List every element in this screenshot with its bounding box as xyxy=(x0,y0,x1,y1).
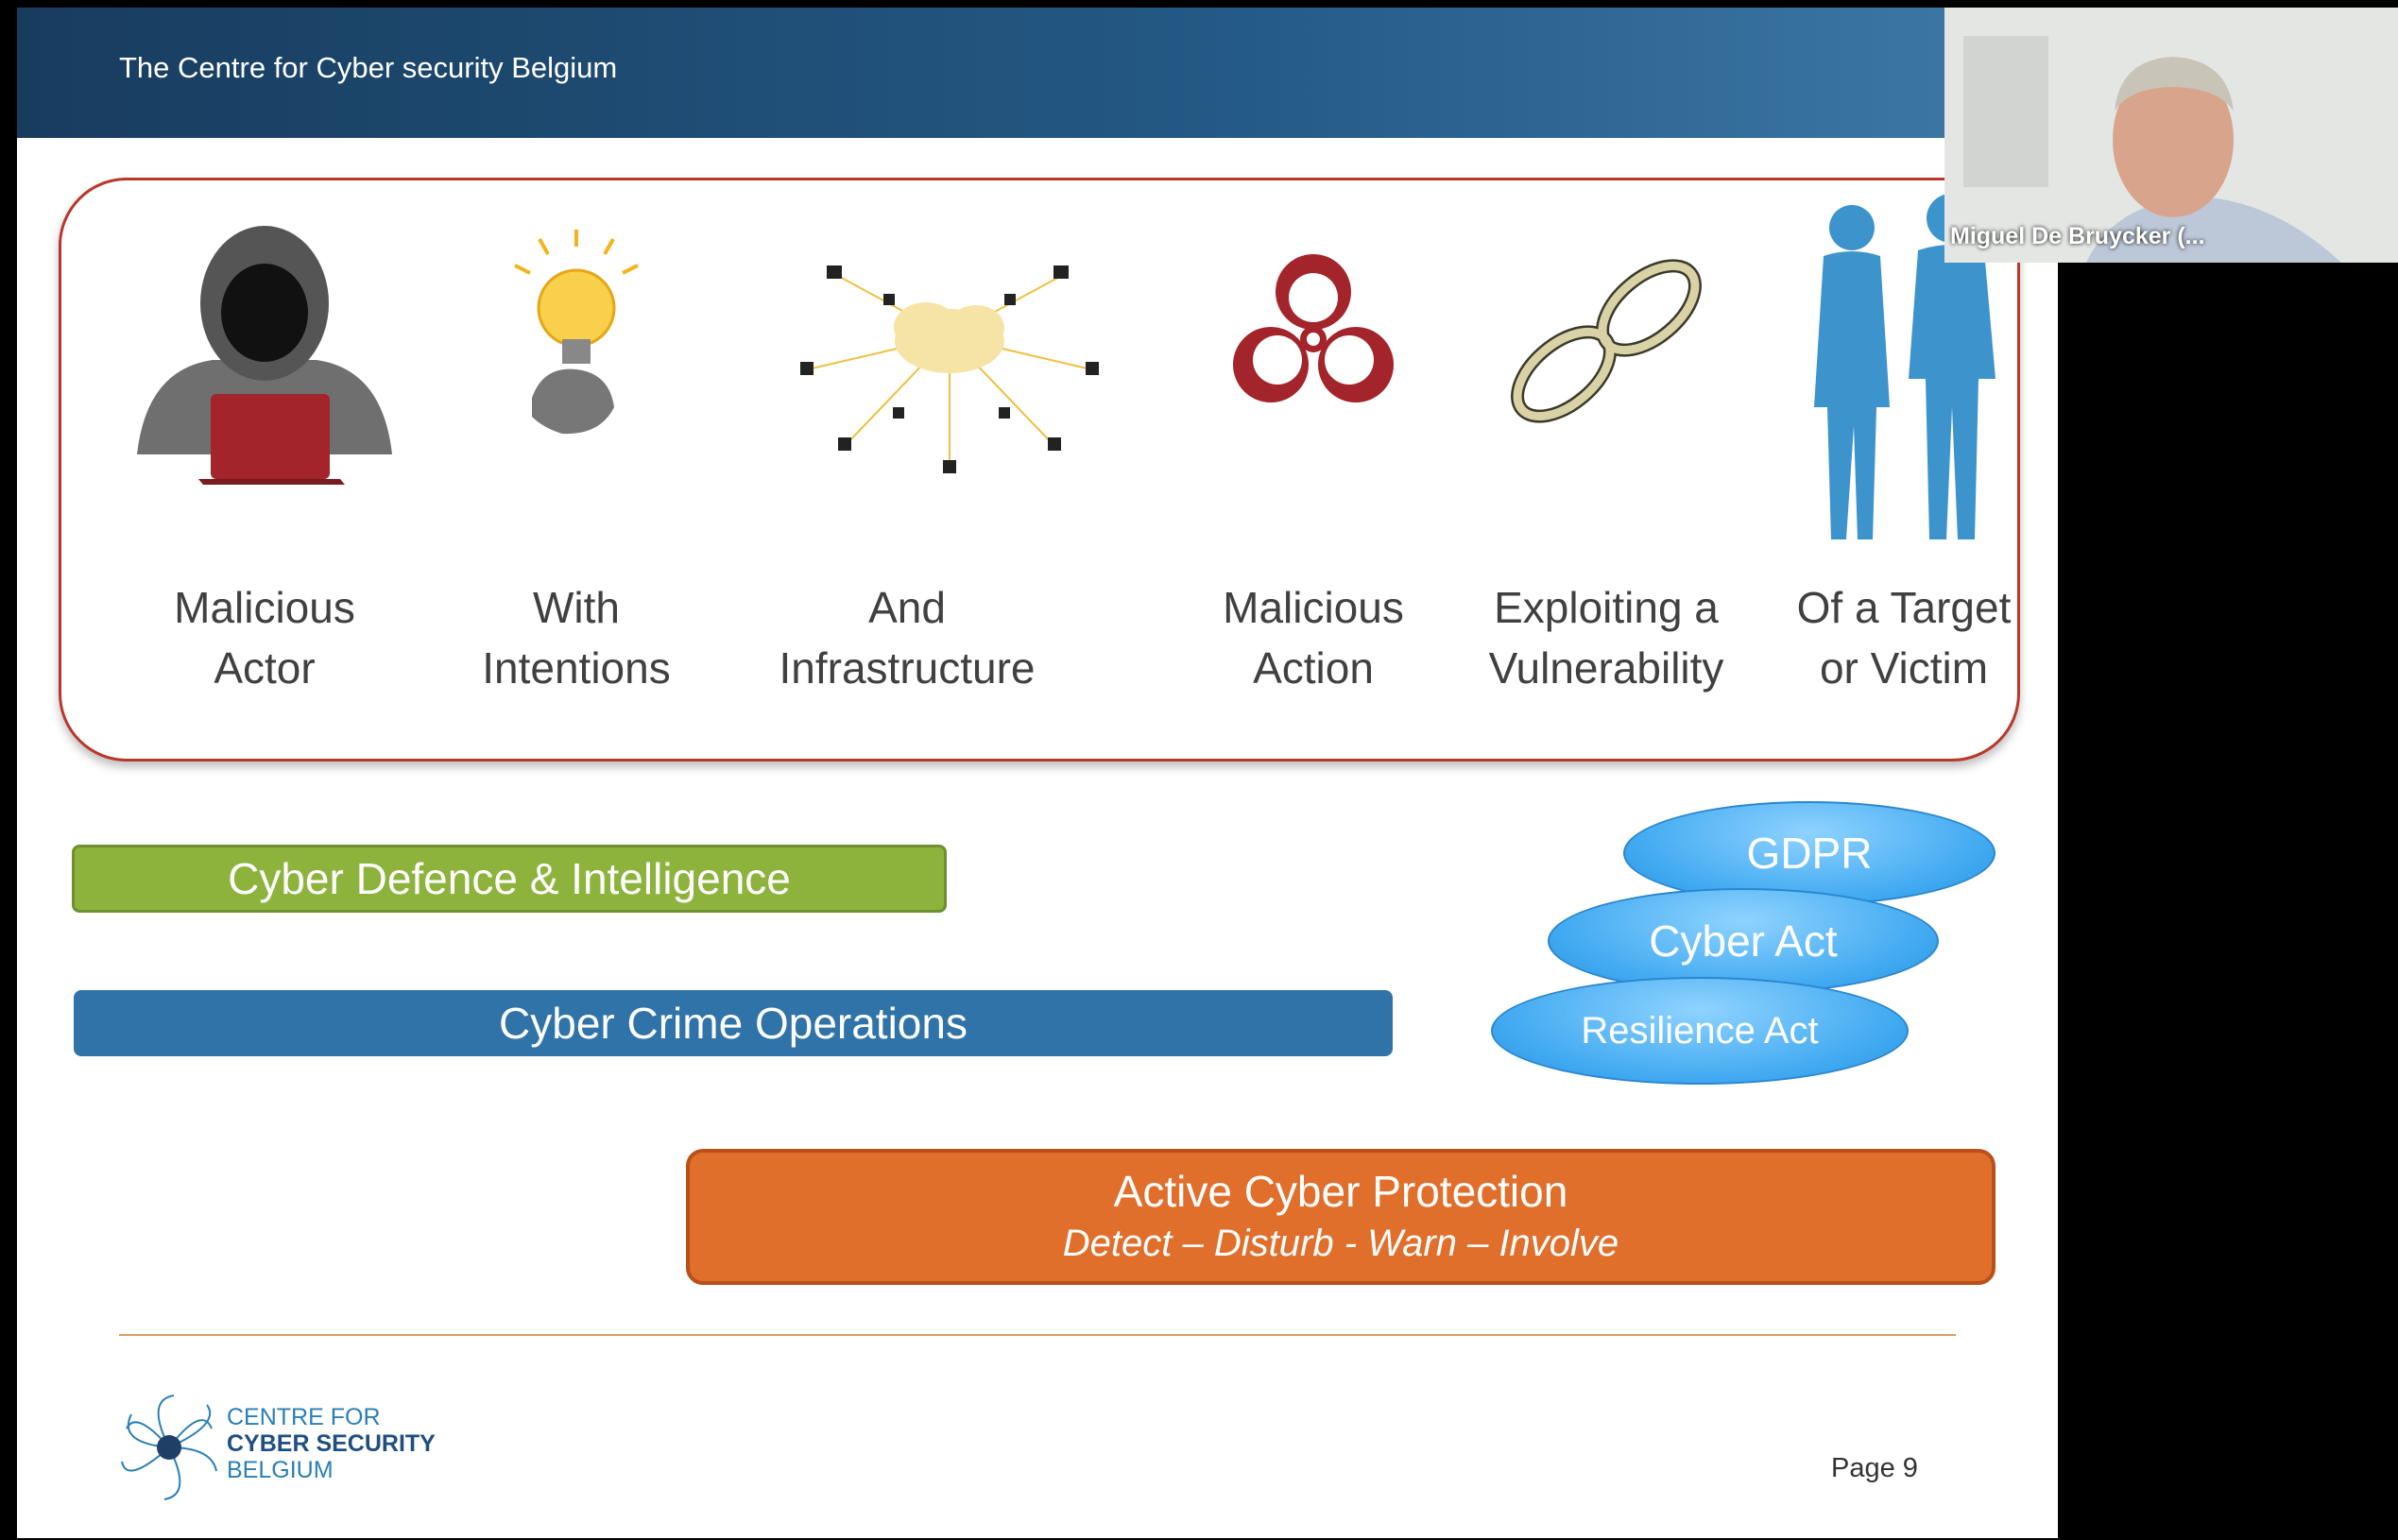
resilience-act-ellipse: Resilience Act xyxy=(1491,977,1909,1085)
participant-avatar xyxy=(1944,8,2398,263)
cyber-act-ellipse: Cyber Act xyxy=(1548,888,1939,994)
cyber-defence-bar: Cyber Defence & Intelligence xyxy=(72,845,947,913)
cyber-crime-bar: Cyber Crime Operations xyxy=(74,990,1393,1056)
footer-divider xyxy=(119,1334,1956,1336)
biohazard-icon xyxy=(1233,254,1394,402)
active-protection-box: Active Cyber Protection Detect – Disturb… xyxy=(686,1149,1995,1285)
lightbulb-hand-icon xyxy=(514,230,639,435)
page-number: Page 9 xyxy=(1831,1453,1918,1483)
slide-title: The Centre for Cyber security Belgium xyxy=(119,51,618,84)
slide-header: The Centre for Cyber security Belgium xyxy=(17,8,2058,138)
cloud-network-icon xyxy=(800,265,1099,473)
participant-video-tile[interactable]: Miguel De Bruycker (... xyxy=(1944,8,2398,263)
broken-chain-icon xyxy=(1511,259,1702,423)
hooded-hacker-icon xyxy=(137,226,392,485)
gdpr-ellipse: GDPR xyxy=(1623,801,1995,905)
active-protection-title: Active Cyber Protection xyxy=(1113,1167,1568,1216)
participant-name: Miguel De Bruycker (... xyxy=(1950,223,2205,249)
ccb-logo-text: CENTRE FOR CYBER SECURITY BELGIUM xyxy=(227,1404,436,1483)
presentation-slide: The Centre for Cyber security Belgium Ma… xyxy=(17,8,2058,1538)
ccb-logo: CENTRE FOR CYBER SECURITY BELGIUM xyxy=(117,1391,457,1514)
ccb-logo-icon xyxy=(121,1395,217,1500)
active-protection-subtitle: Detect – Disturb - Warn – Involve xyxy=(1062,1223,1619,1264)
